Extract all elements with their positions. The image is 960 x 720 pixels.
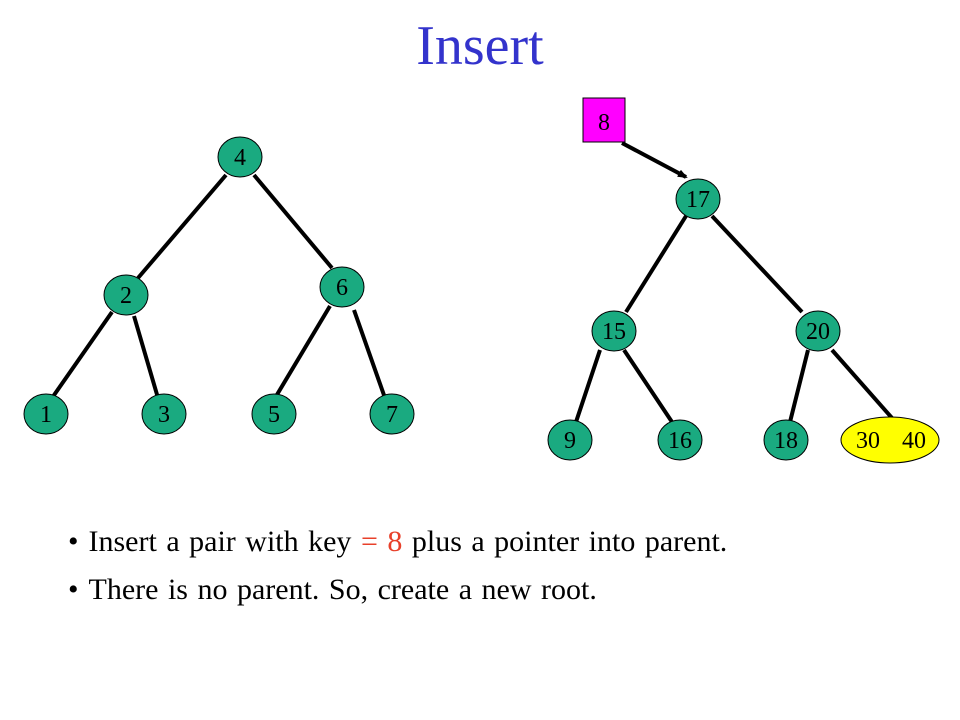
bullet-1-key-highlight: = 8 <box>360 525 403 558</box>
overflow-key-30: 30 <box>856 428 880 454</box>
node-3 <box>141 393 187 435</box>
node-5 <box>251 393 297 435</box>
bullet-no-parent: • There is no parent. So, create a new ro… <box>68 573 948 607</box>
left-tree-nodes <box>23 136 415 435</box>
edge-2-3 <box>132 315 160 399</box>
node-15-label: 15 <box>602 319 626 345</box>
overflow-key-40: 40 <box>902 428 926 454</box>
node-16 <box>657 419 703 461</box>
node-9-label: 9 <box>564 428 576 454</box>
bullet-1-text-end: plus a pointer into parent. <box>402 525 728 558</box>
node-17-label: 17 <box>686 187 710 213</box>
edge-17-15 <box>624 214 688 314</box>
edge-6-5 <box>273 304 332 400</box>
edge-4-2 <box>136 173 228 280</box>
node-1 <box>23 393 69 435</box>
edge-2-1 <box>50 310 114 400</box>
node-18 <box>763 419 809 461</box>
bullet-insert-pair: • Insert a pair with key = 8 plus a point… <box>68 525 948 559</box>
bullet-1-text-start: Insert a pair with key <box>88 525 361 558</box>
edge-20-overflow <box>830 348 894 420</box>
right-tree-nodes <box>547 178 940 464</box>
bullet-list: • Insert a pair with key = 8 plus a point… <box>68 525 948 621</box>
node-20-label: 20 <box>806 319 830 345</box>
node-15 <box>591 310 637 352</box>
new-key-box: 8 <box>582 97 626 143</box>
bullet-2-text: There is no parent. So, create a new roo… <box>88 573 597 606</box>
node-7-label: 7 <box>386 402 398 428</box>
edge-15-9 <box>574 349 602 423</box>
bullet-dot: • <box>68 573 79 606</box>
node-4-label: 4 <box>234 145 246 171</box>
left-tree-edges <box>50 173 387 400</box>
node-3-label: 3 <box>158 402 170 428</box>
new-key-label: 8 <box>598 110 610 136</box>
edge-6-7 <box>352 309 387 399</box>
right-tree-edges <box>574 214 894 424</box>
node-9 <box>547 419 593 461</box>
slide-title: Insert <box>416 15 544 77</box>
node-6 <box>319 266 365 308</box>
bullet-dot: • <box>68 525 79 558</box>
node-2-label: 2 <box>120 283 132 309</box>
overflow-node-30-40 <box>840 416 940 464</box>
edge-4-6 <box>252 173 334 270</box>
node-17 <box>675 178 721 220</box>
new-key-pointer-arrow <box>621 141 688 179</box>
node-16-label: 16 <box>668 428 692 454</box>
edge-15-16 <box>622 348 674 424</box>
node-1-label: 1 <box>40 402 52 428</box>
node-18-label: 18 <box>774 428 798 454</box>
edge-20-18 <box>788 349 810 423</box>
node-5-label: 5 <box>268 402 280 428</box>
node-2 <box>103 274 149 316</box>
node-6-label: 6 <box>336 275 348 301</box>
node-4 <box>217 136 263 178</box>
node-20 <box>795 310 841 352</box>
node-7 <box>369 393 415 435</box>
edge-17-20 <box>710 214 804 314</box>
